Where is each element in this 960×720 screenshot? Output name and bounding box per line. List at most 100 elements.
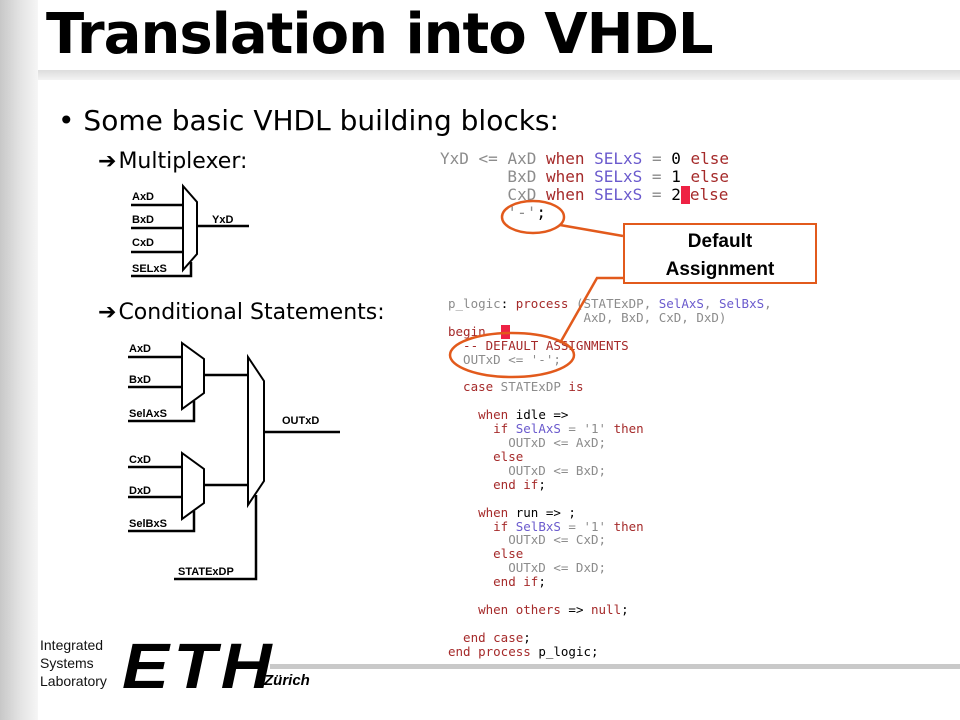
code-token: 2: [671, 185, 681, 204]
code-line: else: [448, 547, 772, 561]
code-token: if: [448, 421, 509, 437]
right-arrow-icon: ➔: [98, 149, 117, 174]
mux-output-label: YxD: [212, 214, 233, 226]
code-token: ;: [538, 574, 546, 590]
mux-b-input-d-label: DxD: [129, 485, 151, 497]
code-token: STATExDP: [493, 379, 569, 395]
code-token: =: [642, 149, 672, 168]
code-token: end if: [448, 574, 539, 590]
code-token: else: [689, 185, 729, 204]
mux-a-input-b-label: BxD: [129, 374, 151, 386]
code-token: 0: [671, 149, 681, 168]
code-token: [486, 324, 501, 339]
bullet-text: Some basic VHDL building blocks:: [83, 104, 559, 137]
code-line: else: [448, 450, 772, 464]
code-token: =: [642, 185, 672, 204]
conditional-diagram: AxD BxD SelAxS CxD DxD SelBxS OUTxD STAT…: [128, 341, 340, 581]
code-token: is: [568, 379, 584, 395]
mux-b-select-label: SelBxS: [129, 518, 167, 530]
code-token: when: [448, 601, 509, 617]
mux-b-block: [181, 451, 205, 521]
code-token: SELxS: [594, 185, 643, 204]
default-assignment-callout: Default Assignment: [623, 223, 817, 284]
code-line: [448, 617, 772, 631]
mux-select-label: SELxS: [132, 263, 167, 275]
code-token: (STATExDP,: [568, 296, 659, 311]
code-token: OUTxD <= '-';: [448, 351, 561, 367]
code-token: AxD, BxD, CxD, DxD): [448, 309, 727, 325]
code-line: when run => ;: [448, 504, 772, 520]
footer-divider: [270, 664, 960, 669]
code-token: ;: [536, 203, 546, 222]
eth-logo: ETH: [122, 630, 276, 702]
code-token: when: [448, 407, 509, 423]
code-token: OUTxD <= BxD;: [448, 462, 607, 478]
code-token: ;: [523, 629, 531, 645]
mux-a-select-label: SelAxS: [129, 408, 167, 420]
code-line: [448, 492, 772, 506]
final-mux-block: [247, 353, 265, 509]
code-line: BxD when SELxS = 1 else: [440, 168, 729, 186]
title-underline-band: [38, 70, 960, 80]
code-line: if SelBxS = '1' then: [448, 518, 772, 534]
code-line: AxD, BxD, CxD, DxD): [448, 309, 772, 325]
mux-label: Multiplexer:: [118, 149, 248, 174]
callout-line-1: Default: [687, 231, 753, 252]
code-line: end if;: [448, 476, 772, 492]
code-line: YxD <= AxD when SELxS = 0 else: [440, 150, 729, 168]
code-line: begin: [448, 324, 772, 339]
code-line: case STATExDP is: [448, 380, 772, 394]
mux-a-block: [181, 341, 205, 411]
code-token: p_logic;: [530, 643, 599, 659]
left-decor-bar: [0, 0, 38, 720]
code-token: p_logic: [448, 296, 501, 311]
code-token: ;: [538, 476, 546, 492]
cursor-marker: [680, 186, 690, 204]
mux-a-select-wire: [128, 401, 196, 423]
code-token: -- DEFAULT ASSIGNMENTS: [448, 337, 629, 353]
code-token: SelBxS: [508, 518, 561, 534]
code-line: if SelAxS = '1' then: [448, 422, 772, 436]
code-token: YxD <=: [440, 149, 508, 168]
code-token: case: [448, 379, 494, 395]
code-line: CxD when SELxS = 2 else: [440, 186, 729, 204]
lab-line-3: Laboratory: [40, 673, 107, 689]
code-token: else: [680, 149, 730, 168]
mux-b-select-wire: [128, 511, 196, 533]
code-token: end case: [448, 629, 524, 645]
callout-line-2: Assignment: [665, 259, 775, 280]
code-token: null: [583, 601, 622, 617]
code-token: ;: [621, 601, 629, 617]
lab-name: Integrated Systems Laboratory: [40, 636, 107, 690]
code-token: when: [536, 149, 595, 168]
code-line: [448, 589, 772, 603]
code-token: then: [613, 421, 644, 437]
mux-block: [182, 183, 198, 273]
code-token: =: [642, 167, 672, 186]
mux-diagram: AxD BxD CxD SELxS YxD: [131, 183, 249, 278]
code-line: when others => null;: [448, 601, 772, 617]
code-token: run => ;: [508, 504, 576, 520]
code-token: = '1': [560, 421, 614, 437]
code-token: others: [508, 601, 561, 617]
code-line: -- DEFAULT ASSIGNMENTS: [448, 337, 772, 353]
code-line: OUTxD <= DxD;: [448, 561, 772, 575]
sub-bullet-conditional: ➔Conditional Statements:: [98, 300, 385, 325]
callout-connector-top: [559, 223, 624, 238]
output-label: OUTxD: [282, 415, 319, 427]
eth-city: Zürich: [264, 672, 310, 689]
slide-title: Translation into VHDL: [46, 2, 714, 67]
code-token: else: [448, 448, 524, 464]
code-line: OUTxD <= AxD;: [448, 436, 772, 450]
right-arrow-icon: ➔: [98, 300, 117, 325]
code-token: AxD: [507, 149, 537, 168]
code-token: SelBxS: [718, 296, 765, 311]
bullet-point: • Some basic VHDL building blocks:: [58, 104, 559, 137]
code-token: idle =>: [508, 407, 569, 423]
code-line: end case;: [448, 629, 772, 645]
lab-line-2: Systems: [40, 655, 94, 671]
code-token: when: [536, 167, 595, 186]
code-token: ,: [764, 296, 772, 311]
code-token: end process: [448, 643, 531, 659]
code-token: 1: [671, 167, 681, 186]
